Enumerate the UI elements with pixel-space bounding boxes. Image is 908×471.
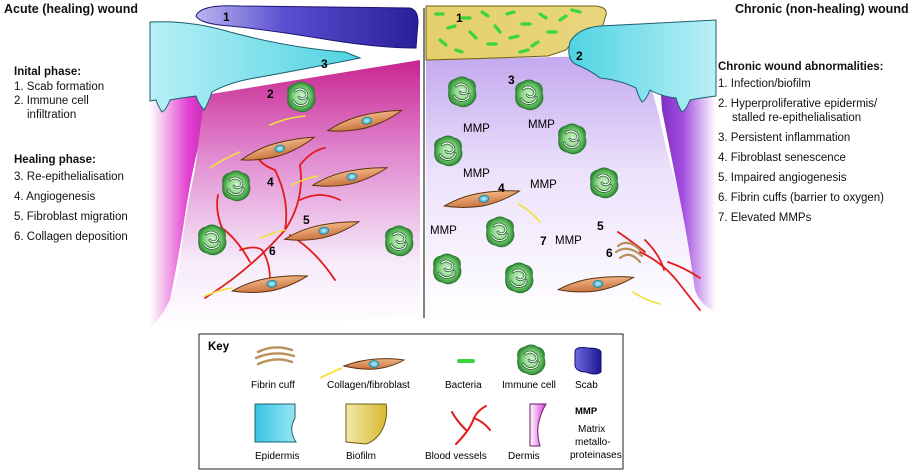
chronic-item-7: 7. Elevated MMPs [718, 212, 812, 224]
key-dermis-icon [529, 403, 547, 447]
acute-label-6: 6 [269, 244, 276, 258]
acute-epidermis [149, 21, 362, 113]
key-mmp-desc-2: metallo- [575, 437, 611, 448]
key-biofilm-icon [345, 403, 388, 445]
healing-item-4: 6. Collagen deposition [14, 231, 128, 243]
key-epidermis-icon [254, 403, 297, 443]
initial-item-2: 2. Immune cell [14, 95, 89, 107]
key-biofilm-label: Biofilm [346, 451, 376, 462]
chronic-blood-vessels [617, 231, 701, 311]
acute-collagen [204, 115, 319, 297]
key-box [198, 333, 624, 470]
key-collagen-fibroblast-label: Collagen/fibroblast [327, 380, 410, 391]
chronic-item-4: 4. Fibroblast senescence [718, 152, 846, 164]
chronic-immune-cell-7 [432, 252, 463, 286]
acute-immune-cell-4 [384, 224, 415, 258]
chronic-immune-cell-2 [514, 78, 545, 112]
healing-phase-heading: Healing phase: [14, 154, 96, 166]
acute-label-1: 1 [223, 10, 230, 24]
chronic-item-6: 6. Fibrin cuffs (barrier to oxygen) [718, 192, 884, 204]
mmp-label-1: MMP [463, 123, 490, 135]
key-fibrin-cuff-icon [254, 346, 296, 366]
acute-scab [195, 5, 419, 49]
key-mmp-symbol: MMP [575, 406, 598, 417]
acute-label-2: 2 [267, 87, 274, 101]
acute-phase-list: Inital phase: 1. Scab formation 2. Immun… [14, 66, 154, 244]
biofilm-bacteria [434, 8, 582, 54]
mmp-label-5: MMP [430, 225, 457, 237]
chronic-epidermis [568, 19, 717, 113]
key-epidermis-label: Epidermis [255, 451, 299, 462]
key-immune-cell-icon [516, 343, 547, 377]
chronic-label-6: 6 [606, 246, 613, 260]
chronic-item-5: 5. Impaired angiogenesis [718, 172, 847, 184]
acute-label-3: 3 [321, 57, 328, 71]
mmp-label-4: MMP [530, 179, 557, 191]
chronic-abnormalities-heading: Chronic wound abnormalities: [718, 61, 884, 73]
chronic-label-7: 7 [540, 234, 547, 248]
chronic-wound-bed [426, 55, 716, 318]
initial-phase-heading: Inital phase: [14, 66, 82, 78]
key-blood-vessels-label: Blood vessels [425, 451, 487, 462]
chronic-immune-cell-5 [589, 166, 620, 200]
acute-label-5: 5 [303, 213, 310, 227]
key-collagen-fibroblast-icon [319, 358, 406, 379]
mmp-label-6: MMP [555, 235, 582, 247]
healing-item-2: 4. Angiogenesis [14, 191, 96, 203]
initial-item-1: 1. Scab formation [14, 81, 105, 93]
chronic-item-3: 3. Persistent inflammation [718, 132, 851, 144]
healing-item-1: 3. Re-epithelialisation [14, 171, 124, 183]
key-mmp-desc-1: Matrix [578, 424, 605, 435]
key-dermis-label: Dermis [508, 451, 540, 462]
key-mmp-desc-3: proteinases [570, 450, 622, 461]
chronic-dermis-wall [660, 52, 716, 312]
acute-immune-cell-1 [286, 80, 317, 114]
chronic-immune-cell-3 [557, 122, 588, 156]
key-immune-cell-label: Immune cell [502, 380, 556, 391]
chronic-label-5: 5 [597, 219, 604, 233]
key-title: Key [208, 341, 230, 353]
chronic-label-2: 2 [576, 49, 583, 63]
chronic-label-3: 3 [508, 73, 515, 87]
key-scab-label: Scab [575, 380, 598, 391]
key-fibrin-cuff-label: Fibrin cuff [251, 380, 295, 391]
chronic-fibrin-cuff [614, 241, 644, 264]
mmp-label-3: MMP [463, 168, 490, 180]
acute-dermis-wall [150, 55, 205, 330]
chronic-label-1: 1 [456, 11, 463, 25]
chronic-abnormalities-list: Chronic wound abnormalities: 1. Infectio… [718, 61, 908, 225]
key-scab-icon [574, 347, 602, 375]
chronic-immune-cell-1 [447, 75, 478, 109]
chronic-item-2: 2. Hyperproliferative epidermis/ [718, 98, 878, 110]
chronic-label-4: 4 [498, 181, 505, 195]
chronic-immune-cell-8 [504, 261, 535, 295]
chronic-item-1: 1. Infection/biofilm [718, 78, 811, 90]
chronic-collagen [517, 203, 661, 305]
mmp-label-2: MMP [528, 119, 555, 131]
chronic-immune-cell-6 [485, 215, 516, 249]
initial-item-2-cont: infiltration [27, 109, 77, 121]
chronic-immune-cell-4 [433, 134, 464, 168]
acute-immune-cell-2 [221, 169, 252, 203]
healing-item-3: 5. Fibroblast migration [14, 211, 128, 223]
chronic-wound-title: Chronic (non-healing) wound [735, 2, 908, 16]
key-blood-vessels-icon [451, 405, 491, 445]
acute-wound-title: Acute (healing) wound [4, 2, 139, 16]
acute-immune-cell-3 [197, 223, 228, 257]
key-bacteria-label: Bacteria [445, 380, 482, 391]
chronic-item-2-cont: stalled re-epithelialisation [732, 112, 862, 124]
acute-label-4: 4 [267, 175, 274, 189]
